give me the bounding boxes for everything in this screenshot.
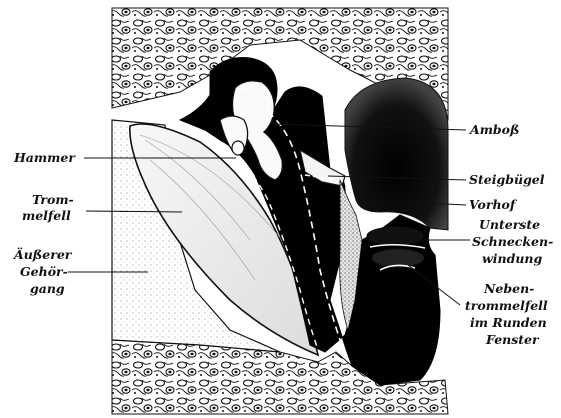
- label-trommelfell-line2: melfell: [22, 208, 71, 223]
- label-gehoergang-line1: Äußerer: [13, 247, 73, 262]
- label-gehoergang-line2: Gehör-: [20, 264, 68, 279]
- label-nebentrommelfell-line3: im Runden: [470, 315, 547, 330]
- label-trommelfell-line1: Trom-: [32, 192, 74, 207]
- label-schnecke-line2: Schnecken-: [472, 234, 553, 249]
- label-schnecke-line3: windung: [482, 251, 543, 266]
- malleus-head: [232, 141, 244, 155]
- vestibule: [345, 78, 448, 230]
- label-nebentrommelfell-line4: Fenster: [485, 332, 540, 347]
- label-amboss: Amboß: [469, 122, 520, 137]
- cochlea-turn-upper: [367, 227, 423, 245]
- label-vorhof: Vorhof: [469, 197, 518, 212]
- cochlea-turn-lower: [372, 249, 424, 267]
- label-gehoergang-line3: gang: [30, 281, 65, 296]
- label-steigbuegel: Steigbügel: [469, 172, 545, 187]
- label-schnecke-line1: Unterste: [479, 217, 540, 232]
- label-nebentrommelfell-line2: trommelfell: [465, 298, 548, 313]
- label-hammer: Hammer: [13, 150, 76, 165]
- label-nebentrommelfell-line1: Neben-: [483, 281, 534, 296]
